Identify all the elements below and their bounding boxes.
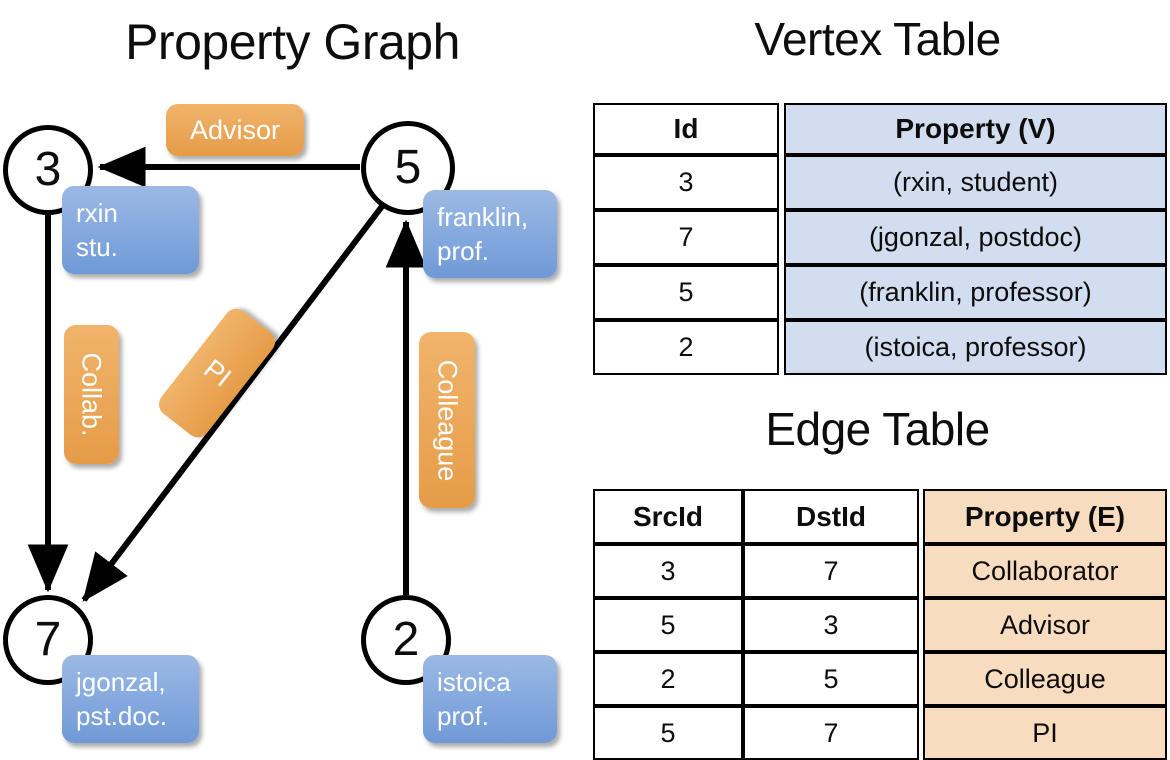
edge-label-collab[interactable]: Collab.: [64, 325, 119, 464]
edge-table-header-dstid: DstId: [743, 489, 919, 544]
vertex-table-cell-property-2: (franklin, professor): [784, 265, 1167, 320]
edge-table-cell-src-1: 5: [593, 598, 743, 652]
node-property-2-line1: istoica: [437, 667, 511, 697]
vertex-table-header-id: Id: [593, 103, 779, 155]
edge-table-header-property: Property (E): [923, 489, 1167, 544]
edge-label-advisor-text: Advisor: [189, 114, 281, 145]
graph-node-3[interactable]: 3: [3, 125, 93, 215]
node-property-5-line1: franklin,: [437, 202, 529, 232]
node-property-box-3[interactable]: rxin stu.: [62, 186, 199, 274]
node-property-5-line2: prof.: [437, 236, 490, 266]
node-property-7-line1: jgonzal,: [76, 667, 166, 697]
vertex-table-cell-property-0: (rxin, student): [784, 155, 1167, 210]
vertex-table-cell-property-3: (istoica, professor): [784, 320, 1167, 375]
page-title-edge-table: Edge Table: [765, 403, 990, 455]
edge-table-cell-property-3: PI: [923, 706, 1167, 760]
vertex-table-cell-property-1: (jgonzal, postdoc): [784, 210, 1167, 265]
page-title-property-graph: Property Graph: [125, 14, 460, 70]
vertex-table-cell-id-3: 2: [593, 320, 779, 375]
edge-table-header-srcid: SrcId: [593, 489, 743, 544]
vertex-table-cell-id-2: 5: [593, 265, 779, 320]
vertex-table-cell-id-0: 3: [593, 155, 779, 210]
graph-node-5-label: 5: [394, 141, 422, 194]
node-property-box-2[interactable]: istoica prof.: [423, 655, 557, 743]
vertex-table-cell-id-1: 7: [593, 210, 779, 265]
edge-table-cell-property-0: Collaborator: [923, 544, 1167, 598]
edge-table-cell-dst-3: 7: [743, 706, 919, 760]
node-property-7-line2: pst.doc.: [76, 701, 168, 731]
edge-table-cell-property-2: Colleague: [923, 652, 1167, 706]
node-property-2-line2: prof.: [437, 701, 490, 731]
node-property-3-line1: rxin: [76, 198, 118, 228]
graph-node-3-label: 3: [34, 143, 62, 196]
page-title-vertex-table: Vertex Table: [754, 13, 1001, 65]
vertex-table-header-property: Property (V): [784, 103, 1167, 155]
node-property-box-5[interactable]: franklin, prof.: [423, 190, 557, 278]
edge-table-cell-src-0: 3: [593, 544, 743, 598]
edge-table-cell-dst-0: 7: [743, 544, 919, 598]
edge-table-cell-src-3: 5: [593, 706, 743, 760]
edge-table-cell-src-2: 2: [593, 652, 743, 706]
property-graph-diagram: 3 5 7 2 rxin stu. franklin, prof. jgonza…: [3, 104, 557, 743]
graph-node-2-label: 2: [392, 613, 420, 666]
graph-node-7-label: 7: [34, 613, 62, 666]
graph-edges-layer: [27, 146, 427, 602]
node-property-3-line2: stu.: [76, 232, 118, 262]
edge-table-cell-dst-1: 3: [743, 598, 919, 652]
edge-table-cell-dst-2: 5: [743, 652, 919, 706]
node-property-box-7[interactable]: jgonzal, pst.doc.: [62, 655, 199, 743]
edge-5-to-7-pi: [81, 203, 386, 602]
edge-label-advisor[interactable]: Advisor: [166, 104, 304, 156]
edge-table-cell-property-1: Advisor: [923, 598, 1167, 652]
edge-label-colleague[interactable]: Colleague: [419, 332, 475, 508]
